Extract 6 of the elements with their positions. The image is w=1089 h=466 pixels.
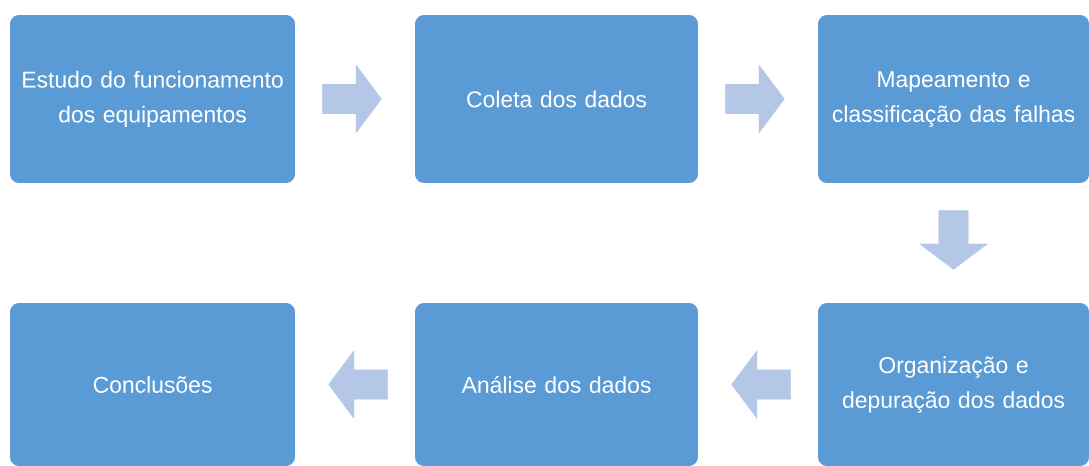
process-box: Mapeamento e classificação das falhas (818, 15, 1089, 183)
process-box: Estudo do funcionamento dos equipamentos (10, 15, 295, 183)
process-box: Organização e depuração dos dados (818, 303, 1089, 466)
process-box: Coleta dos dados (415, 15, 698, 183)
process-box: Conclusões (10, 303, 295, 466)
process-box: Análise dos dados (415, 303, 698, 466)
